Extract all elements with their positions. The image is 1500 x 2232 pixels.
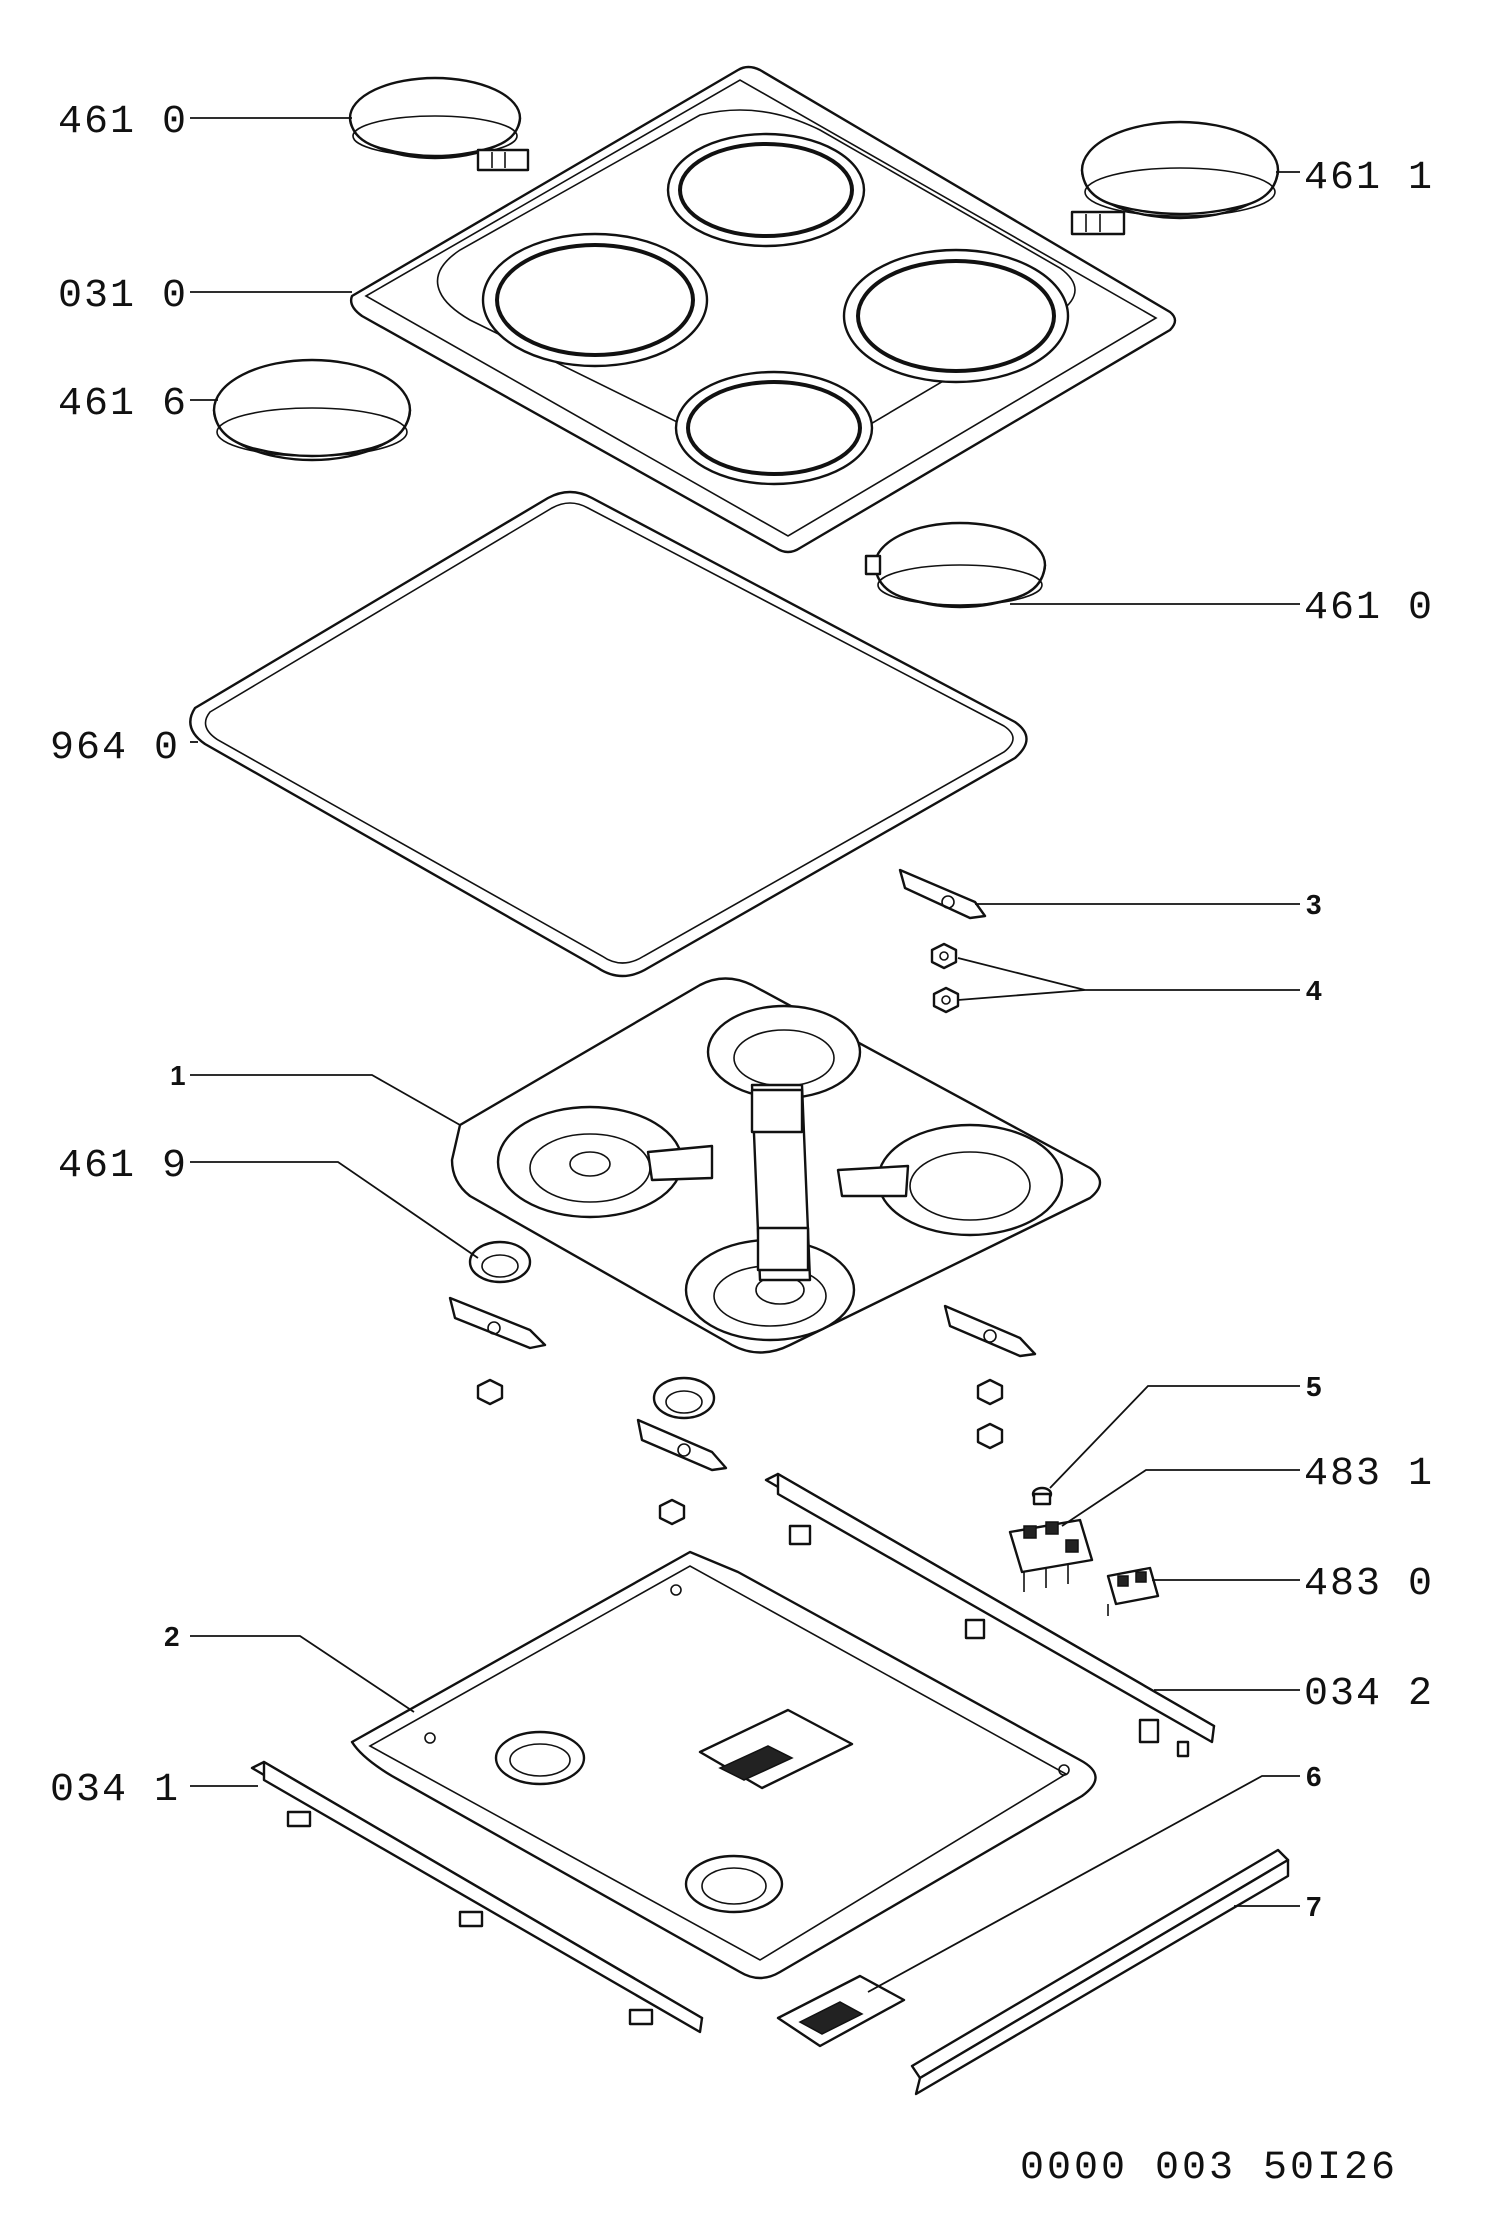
label-terminal-4831: 483 1: [1304, 1452, 1434, 1497]
label-clip: 461 9: [58, 1144, 188, 1189]
burner-carrier-plate[interactable]: [450, 977, 1102, 1354]
leader-terminal-4831: [1061, 1469, 1300, 1527]
bracket-right[interactable]: [943, 1304, 1037, 1358]
base-plate[interactable]: [350, 1550, 1097, 1980]
label-part-2: 2: [164, 1621, 180, 1652]
terminal-block-4830[interactable]: [1106, 1566, 1160, 1616]
clip-ring-lower[interactable]: [652, 1376, 716, 1420]
hotplate-right[interactable]: [864, 521, 1047, 609]
nut-4a[interactable]: [930, 942, 958, 970]
part-labels: 461 0 461 1 031 0 461 6 461 0 964 0 3 4 …: [50, 100, 1434, 1922]
label-part-4: 4: [1306, 975, 1322, 1006]
clip-ring-upper[interactable]: [468, 1240, 532, 1284]
leader-part-4: [957, 957, 1300, 1001]
label-gasket: 964 0: [50, 726, 180, 771]
gasket[interactable]: [189, 490, 1028, 978]
label-rail-right: 034 2: [1304, 1672, 1434, 1717]
rail-7[interactable]: [910, 1848, 1290, 2096]
label-part-1: 1: [170, 1060, 186, 1091]
label-terminal-4830: 483 0: [1304, 1562, 1434, 1607]
label-rail-left: 034 1: [50, 1768, 180, 1813]
label-hotplate-top-right: 461 1: [1304, 156, 1434, 201]
cap-5[interactable]: [1031, 1486, 1053, 1506]
label-part-5: 5: [1306, 1371, 1322, 1402]
label-hotplate-right: 461 0: [1304, 586, 1434, 631]
label-part-7: 7: [1306, 1891, 1322, 1922]
leader-part-6: [867, 1775, 1300, 1993]
bracket-center[interactable]: [636, 1418, 728, 1472]
drawing-code: 0000 003 50I26: [1020, 2146, 1398, 2191]
hotplate-top-left[interactable]: [348, 76, 530, 172]
label-part-3: 3: [1306, 889, 1322, 920]
leader-part-2: [190, 1635, 415, 1713]
label-hotplate-left: 461 6: [58, 382, 188, 427]
nut-right-b[interactable]: [976, 1422, 1004, 1450]
terminal-block-4831[interactable]: [1008, 1518, 1094, 1592]
leader-part-5: [1049, 1385, 1300, 1489]
rail-right[interactable]: [764, 1472, 1216, 1758]
bracket-left[interactable]: [448, 1296, 547, 1350]
rail-left[interactable]: [250, 1760, 704, 2034]
leader-clip: [190, 1161, 479, 1259]
label-cooktop-frame: 031 0: [58, 274, 188, 319]
bracket-3[interactable]: [898, 868, 987, 920]
cover-6[interactable]: [776, 1974, 906, 2048]
nut-right-a[interactable]: [976, 1378, 1004, 1406]
nut-left[interactable]: [476, 1378, 504, 1406]
hotplate-top-right[interactable]: [1070, 120, 1280, 236]
nut-center[interactable]: [658, 1498, 686, 1526]
label-hotplate-top-left: 461 0: [58, 100, 188, 145]
leader-part-1: [190, 1074, 461, 1126]
cooktop-frame[interactable]: [349, 65, 1177, 554]
leader-lines: [190, 117, 1300, 1993]
nut-4b[interactable]: [932, 986, 960, 1014]
hotplate-left[interactable]: [212, 358, 412, 462]
label-part-6: 6: [1306, 1761, 1322, 1792]
